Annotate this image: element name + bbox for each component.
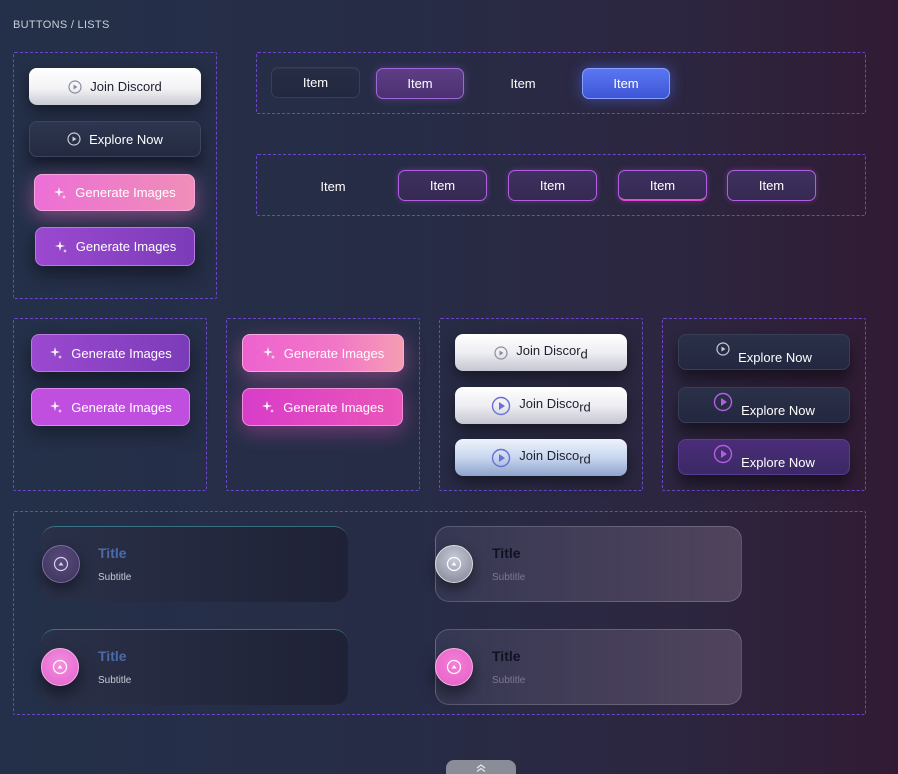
button-label: Generate Images bbox=[71, 399, 172, 415]
tab-item[interactable]: Item bbox=[376, 68, 464, 99]
tab-row-2-container bbox=[256, 154, 866, 216]
button-label: Join Discord bbox=[90, 79, 162, 94]
card-title: Title bbox=[98, 545, 127, 561]
tab-item[interactable]: Item bbox=[618, 170, 707, 201]
sparkle-icon bbox=[53, 186, 67, 200]
button-label: Explore Now bbox=[741, 454, 815, 470]
button-group-d bbox=[662, 318, 866, 491]
list-card[interactable] bbox=[41, 629, 348, 705]
button-label: Generate Images bbox=[283, 345, 385, 361]
tab-label: Item bbox=[302, 75, 329, 90]
label-sub: d bbox=[580, 346, 588, 362]
sparkle-icon bbox=[54, 240, 68, 254]
play-circle-icon bbox=[713, 444, 733, 464]
button-label: Explore Now bbox=[741, 402, 815, 418]
button-label: Generate Images bbox=[75, 239, 177, 254]
label-main: Join Disco bbox=[519, 396, 580, 412]
generate-images-button[interactable]: Generate Images bbox=[34, 174, 195, 211]
tab-label: Item bbox=[407, 76, 433, 91]
generate-images-button[interactable]: Generate Images bbox=[242, 388, 403, 426]
button-label: Explore Now bbox=[89, 131, 163, 147]
tab-label: Item bbox=[649, 177, 676, 193]
tab-item[interactable]: Item bbox=[289, 171, 377, 202]
up-arrow-icon[interactable] bbox=[42, 545, 80, 583]
card-title: Title bbox=[98, 648, 127, 664]
tab-label: Item bbox=[613, 76, 639, 91]
sparkle-icon bbox=[49, 400, 63, 414]
tab-item-active[interactable]: Item bbox=[582, 68, 670, 99]
label-sub: rd bbox=[579, 451, 591, 467]
button-label: Generate Images bbox=[283, 399, 384, 415]
card-subtitle: Subtitle bbox=[98, 675, 132, 686]
list-card[interactable] bbox=[41, 526, 348, 602]
card-subtitle: Subtitle bbox=[98, 572, 132, 583]
section-label: BUTTONS / LISTS bbox=[13, 19, 110, 31]
sparkle-icon bbox=[49, 346, 63, 360]
play-circle-icon bbox=[491, 396, 511, 416]
tab-label: Item bbox=[758, 178, 785, 193]
button-group-b bbox=[226, 318, 420, 491]
generate-images-button[interactable]: Generate Images bbox=[242, 334, 404, 372]
play-circle-icon bbox=[716, 342, 730, 356]
button-label: Generate Images bbox=[71, 345, 172, 361]
list-card[interactable] bbox=[435, 629, 742, 705]
tab-label: Item bbox=[510, 76, 536, 91]
join-discord-button[interactable]: Join Discord bbox=[455, 387, 627, 424]
join-discord-button[interactable]: Join Discord bbox=[455, 439, 627, 476]
button-label: Join Discord bbox=[516, 343, 588, 362]
play-circle-icon bbox=[68, 79, 82, 94]
explore-now-button[interactable]: Explore Now bbox=[678, 387, 850, 423]
label-sub: rd bbox=[579, 399, 591, 415]
label-main: Join Discor bbox=[516, 343, 581, 359]
play-circle-icon bbox=[67, 132, 81, 146]
join-discord-button[interactable]: Join Discord bbox=[455, 334, 627, 371]
button-group-a bbox=[13, 318, 207, 491]
button-label: Join Discord bbox=[519, 396, 591, 415]
tab-item[interactable]: Item bbox=[271, 67, 360, 98]
join-discord-button[interactable]: Join Discord bbox=[29, 68, 201, 105]
list-cards-container bbox=[13, 511, 866, 715]
tab-item[interactable]: Item bbox=[479, 68, 567, 99]
explore-now-button[interactable]: Explore Now bbox=[678, 334, 850, 370]
up-arrow-icon[interactable] bbox=[435, 545, 473, 583]
sparkle-icon bbox=[262, 346, 276, 360]
double-chevron-up-icon bbox=[475, 763, 487, 773]
play-circle-icon bbox=[713, 392, 733, 412]
play-circle-icon bbox=[494, 345, 508, 360]
button-group-c bbox=[439, 318, 643, 491]
tab-label: Item bbox=[320, 179, 346, 194]
explore-now-button[interactable]: Explore Now bbox=[29, 121, 201, 157]
tab-label: Item bbox=[429, 178, 456, 193]
explore-now-button[interactable]: Explore Now bbox=[678, 439, 850, 475]
up-arrow-icon[interactable] bbox=[41, 648, 79, 686]
tab-label: Item bbox=[539, 178, 566, 193]
list-card[interactable] bbox=[435, 526, 742, 602]
button-label: Generate Images bbox=[75, 185, 176, 200]
play-circle-icon bbox=[491, 448, 511, 468]
tab-item[interactable]: Item bbox=[398, 170, 487, 201]
sparkle-icon bbox=[261, 400, 275, 414]
card-subtitle: Subtitle bbox=[492, 675, 526, 686]
up-arrow-icon[interactable] bbox=[435, 648, 473, 686]
left-button-group bbox=[13, 52, 217, 299]
button-label: Explore Now bbox=[738, 349, 812, 365]
scroll-to-top-handle[interactable] bbox=[446, 760, 516, 774]
card-title: Title bbox=[492, 648, 521, 664]
tab-row-1-container bbox=[256, 52, 866, 114]
tab-item[interactable]: Item bbox=[508, 170, 597, 201]
tab-item[interactable]: Item bbox=[727, 170, 816, 201]
button-label: Join Discord bbox=[519, 448, 591, 467]
generate-images-button[interactable]: Generate Images bbox=[31, 334, 190, 372]
generate-images-button[interactable]: Generate Images bbox=[31, 388, 190, 426]
label-main: Join Disco bbox=[519, 448, 580, 464]
card-subtitle: Subtitle bbox=[492, 572, 526, 583]
generate-images-button[interactable]: Generate Images bbox=[35, 227, 195, 266]
card-title: Title bbox=[492, 545, 521, 561]
